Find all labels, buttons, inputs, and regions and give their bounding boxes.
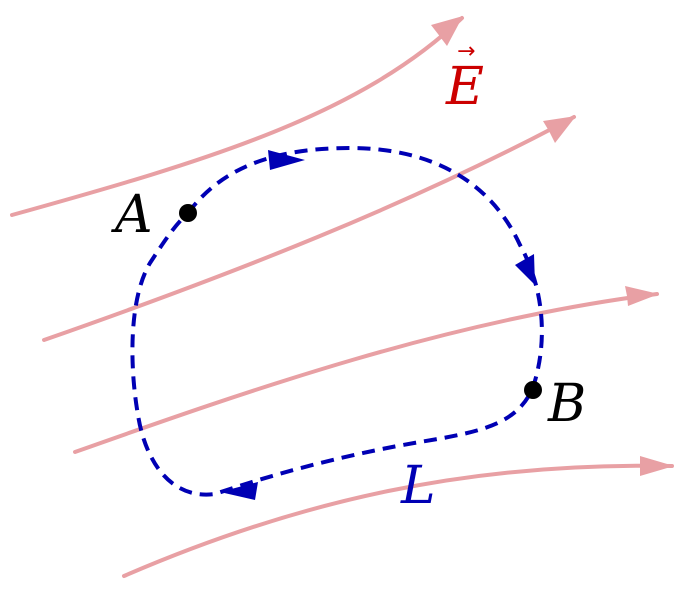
loop-label: L: [400, 456, 436, 516]
field-line-4-arrowhead: [640, 456, 674, 476]
loop-path: [130, 146, 544, 497]
loop-l: [130, 146, 544, 500]
loop-arrow-top: [268, 150, 305, 170]
field-vector-arrow: →: [457, 39, 475, 64]
point-a-label: A: [111, 185, 153, 245]
loop-arrow-right: [515, 254, 535, 285]
field-label: E: [445, 57, 484, 117]
field-line-1-arrowhead: [431, 16, 463, 46]
field-line-1: [10, 16, 464, 217]
field-line-2: [42, 115, 576, 342]
field-line-4: [122, 463, 674, 578]
field-lines: [10, 16, 674, 578]
point-b-dot: [524, 381, 542, 399]
loop-arrow-bottom: [220, 482, 258, 500]
field-line-3: [73, 292, 659, 454]
point-b-label: B: [547, 374, 586, 434]
point-a-dot: [179, 204, 197, 222]
field-line-2-arrowhead: [543, 116, 576, 143]
field-line-3-arrowhead: [625, 286, 659, 306]
